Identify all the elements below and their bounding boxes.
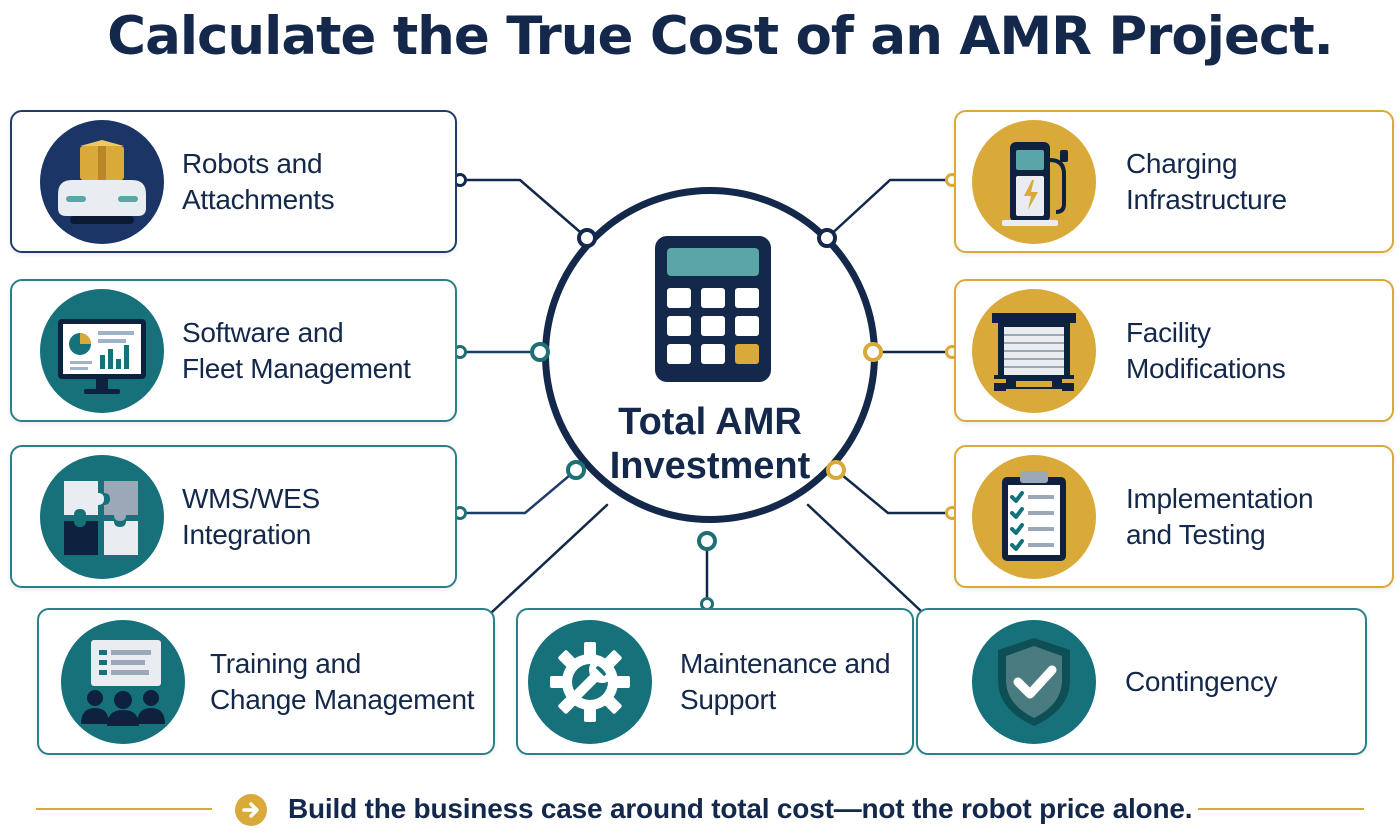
- connector-dot: [577, 228, 597, 248]
- total-investment-hub: Total AMR Investment: [542, 187, 878, 523]
- card-charging[interactable]: Charging Infrastructure: [954, 110, 1394, 253]
- monitor-dashboard-icon: [40, 288, 164, 413]
- card-implementation[interactable]: Implementation and Testing: [954, 445, 1394, 588]
- charging-station-icon: [972, 119, 1096, 244]
- card-label: Software and Fleet Management: [182, 316, 411, 384]
- connector-dot: [863, 342, 883, 362]
- card-label: Facility Modifications: [1126, 316, 1286, 384]
- presentation-people-icon: [61, 619, 185, 744]
- connector-dot: [697, 531, 717, 551]
- card-label: Implementation and Testing: [1126, 482, 1314, 550]
- robot-with-box-icon: [40, 119, 164, 244]
- footer-divider-right: [1198, 808, 1364, 810]
- connector-dot: [817, 228, 837, 248]
- card-label: Robots and Attachments: [182, 147, 335, 215]
- footer-message: Build the business case around total cos…: [288, 793, 1193, 824]
- calculator-icon: [655, 236, 771, 382]
- shield-check-icon: [972, 619, 1096, 744]
- card-wms[interactable]: WMS/WES Integration: [10, 445, 457, 588]
- footer-divider-left: [36, 808, 212, 810]
- card-maintenance[interactable]: Maintenance and Support: [516, 608, 914, 755]
- card-label: Charging Infrastructure: [1126, 147, 1287, 215]
- arrow-right-icon: [235, 794, 267, 826]
- gear-wrench-icon: [528, 619, 652, 744]
- puzzle-icon: [40, 454, 164, 579]
- card-software[interactable]: Software and Fleet Management: [10, 279, 457, 422]
- connector-dot: [530, 342, 550, 362]
- card-contingency[interactable]: Contingency: [916, 608, 1367, 755]
- warehouse-door-icon: [972, 288, 1096, 413]
- card-label: WMS/WES Integration: [182, 482, 320, 550]
- card-robots[interactable]: Robots and Attachments: [10, 110, 457, 253]
- connector-dot: [566, 460, 586, 480]
- center-label: Total AMR Investment: [609, 401, 811, 487]
- clipboard-checklist-icon: [972, 454, 1096, 579]
- page-title: Calculate the True Cost of an AMR Projec…: [107, 6, 1334, 67]
- connector-dot: [826, 460, 846, 480]
- card-label: Contingency: [1125, 665, 1278, 697]
- card-label: Maintenance and Support: [680, 647, 891, 715]
- card-training[interactable]: Training and Change Management: [37, 608, 495, 755]
- card-label: Training and Change Management: [210, 647, 475, 715]
- card-facility[interactable]: Facility Modifications: [954, 279, 1394, 422]
